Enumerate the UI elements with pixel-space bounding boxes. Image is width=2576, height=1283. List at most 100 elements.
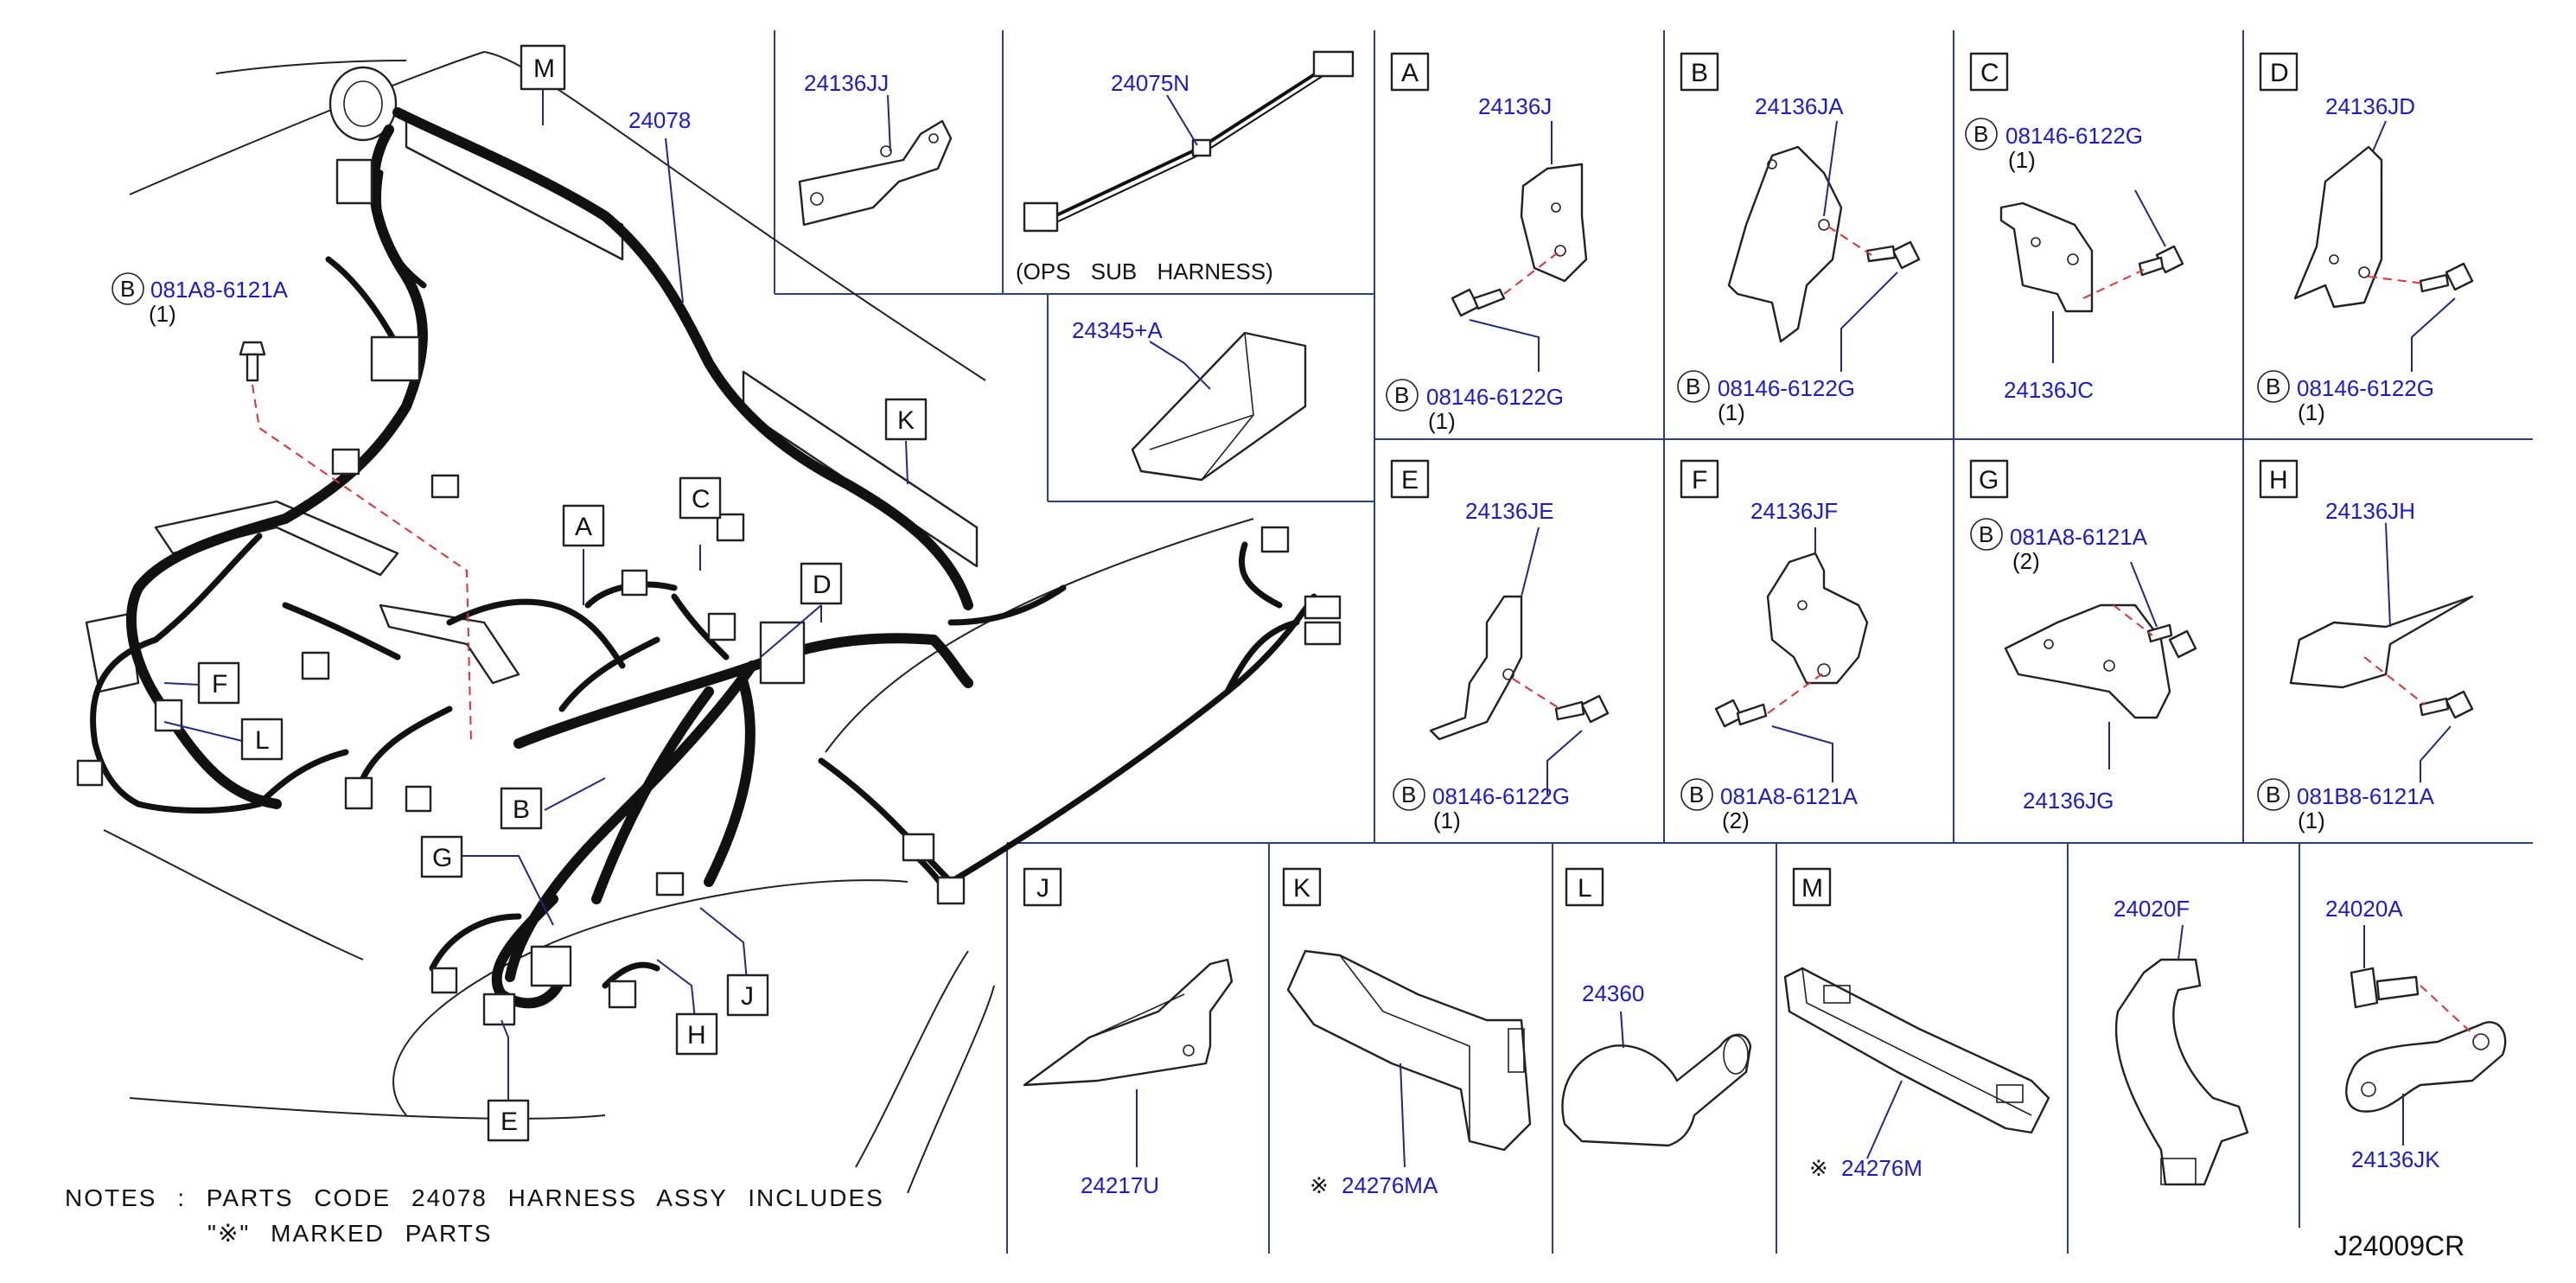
detail-H-bolt-prefix: B	[2266, 782, 2280, 807]
bottom-J-letter: J	[1036, 874, 1049, 903]
bottom-L-part: 24360	[1582, 980, 1644, 1006]
detail-G-qty: (2)	[2012, 548, 2040, 574]
bottom-M-letter: M	[1801, 874, 1823, 903]
detail-B-bolt: 08146-6122G	[1718, 375, 1855, 401]
detail-E-qty: (1)	[1433, 807, 1461, 833]
detail-C-letter: C	[1980, 59, 1999, 87]
bottom-24020A-drawing	[2345, 925, 2507, 1146]
bottom-L-letter: L	[1578, 874, 1592, 903]
detail-A-part: 24136J	[1478, 93, 1552, 119]
detail-A-qty: (1)	[1428, 408, 1456, 434]
detail-H-bolt: 081B8-6121A	[2297, 783, 2435, 809]
main-bolt-code: 081A8-6121A	[150, 277, 289, 303]
panel-24345A-drawing	[1131, 331, 1307, 482]
bottom-24136JK-part: 24136JK	[2351, 1146, 2440, 1172]
detail-C-part: 24136JC	[2004, 377, 2094, 403]
detail-D-bolt: 08146-6122G	[2297, 375, 2434, 401]
detail-E-part: 24136JE	[1465, 498, 1554, 524]
bottom-J-part: 24217U	[1081, 1172, 1159, 1198]
detail-G-drawing	[2004, 561, 2197, 769]
bottom-24020F-drawing	[2114, 924, 2249, 1186]
detail-A-letter: A	[1401, 59, 1419, 87]
bottom-K-mark: ※	[1310, 1172, 1329, 1198]
detail-B-part: 24136JA	[1755, 93, 1844, 119]
detail-A-bolt: 08146-6122G	[1426, 384, 1564, 410]
main-bolt-prefix: B	[120, 276, 135, 302]
panel-24075N-drawing	[1023, 50, 1355, 233]
detail-A-bolt-prefix: B	[1394, 382, 1409, 408]
callout-B-letter: B	[513, 795, 530, 824]
detail-row-1: A 24136J B 08146-6122G (1) B 24136JA B 0…	[1386, 52, 2434, 434]
bottom-L-drawing	[1561, 1011, 1752, 1147]
detail-H-part: 24136JH	[2325, 498, 2415, 524]
detail-F-letter: F	[1692, 466, 1707, 495]
callout-C-letter: C	[692, 485, 711, 514]
callout-D	[800, 562, 843, 605]
callout-E-letter: E	[501, 1107, 518, 1136]
detail-F-bolt: 081A8-6121A	[1720, 783, 1859, 809]
detail-row-2: E 24136JE B 08146-6122G (1) F 24136JF B …	[1390, 459, 2435, 833]
callout-K-letter: K	[897, 406, 915, 435]
detail-D-letter: D	[2270, 59, 2289, 87]
callout-H	[675, 1012, 718, 1056]
detail-G-bolt: 081A8-6121A	[2010, 524, 2148, 550]
detail-E-letter: E	[1401, 466, 1419, 495]
bottom-K-part: 24276MA	[1342, 1172, 1438, 1198]
bottom-M-mark: ※	[1809, 1155, 1828, 1181]
callout-L-letter: L	[255, 726, 270, 755]
section-dividers	[774, 30, 2533, 1254]
detail-F-part: 24136JF	[1750, 498, 1838, 524]
detail-G-letter: G	[1979, 466, 1999, 495]
bottom-J-drawing	[1023, 958, 1234, 1167]
callout-E	[487, 1099, 530, 1142]
detail-D-qty: (1)	[2298, 399, 2325, 425]
bottom-K-drawing	[1286, 949, 1532, 1168]
main-part-number: 24078	[628, 107, 691, 133]
callout-A	[562, 504, 605, 547]
detail-F-bolt-prefix: B	[1689, 782, 1704, 807]
detail-H-drawing	[2289, 522, 2474, 782]
callout-F	[197, 661, 240, 705]
top-part-24136JJ: 24136JJ	[804, 70, 889, 96]
callout-J-letter: J	[741, 982, 754, 1011]
notes-block: NOTES : PARTS CODE 24078 HARNESS ASSY IN…	[65, 1184, 884, 1247]
callout-G-letter: G	[432, 844, 452, 872]
callout-H-letter: H	[687, 1021, 706, 1050]
detail-H-letter: H	[2269, 466, 2288, 495]
top-panel-labels: 24136JJ 24075N (OPS SUB HARNESS) 24345+A	[804, 70, 1273, 343]
callout-A-letter: A	[575, 513, 592, 541]
notes-line-2: "※" MARKED PARTS	[207, 1220, 492, 1247]
callout-F-letter: F	[212, 670, 227, 699]
detail-B-bolt-prefix: B	[1686, 373, 1700, 399]
bottom-24020F-part: 24020F	[2114, 896, 2190, 922]
detail-F-drawing	[1714, 527, 1869, 782]
detail-A-drawing	[1451, 121, 1588, 372]
callout-J	[726, 973, 769, 1017]
detail-D-part: 24136JD	[2325, 93, 2415, 119]
detail-C-bolt-prefix: B	[1973, 121, 1988, 147]
callout-G	[420, 835, 463, 878]
callout-L	[240, 718, 284, 761]
main-callouts	[197, 44, 928, 1142]
detail-C-qty: (1)	[2008, 147, 2036, 173]
bottom-M-part: 24276M	[1841, 1155, 1922, 1181]
detail-E-drawing	[1429, 527, 1610, 795]
callout-M-letter: M	[533, 54, 555, 83]
main-bolt-qty: (1)	[149, 301, 176, 327]
detail-C-bolt: 08146-6122G	[2005, 123, 2143, 149]
bottom-M-drawing	[1783, 967, 2050, 1159]
detail-C-drawing	[1999, 189, 2184, 363]
main-harness-view	[76, 51, 1342, 1194]
detail-D-drawing	[2293, 120, 2474, 372]
detail-B-qty: (1)	[1718, 399, 1745, 425]
main-labels: 24078 B 081A8-6121A (1) M A C K D F L B …	[112, 54, 915, 1136]
detail-G-part: 24136JG	[2023, 788, 2114, 814]
bottom-24020A-part: 24020A	[2325, 896, 2403, 922]
callout-C	[679, 476, 722, 520]
bottom-K-letter: K	[1293, 874, 1310, 903]
detail-B-letter: B	[1691, 59, 1708, 87]
notes-line-1: NOTES : PARTS CODE 24078 HARNESS ASSY IN…	[65, 1184, 884, 1211]
callout-K	[884, 398, 928, 441]
